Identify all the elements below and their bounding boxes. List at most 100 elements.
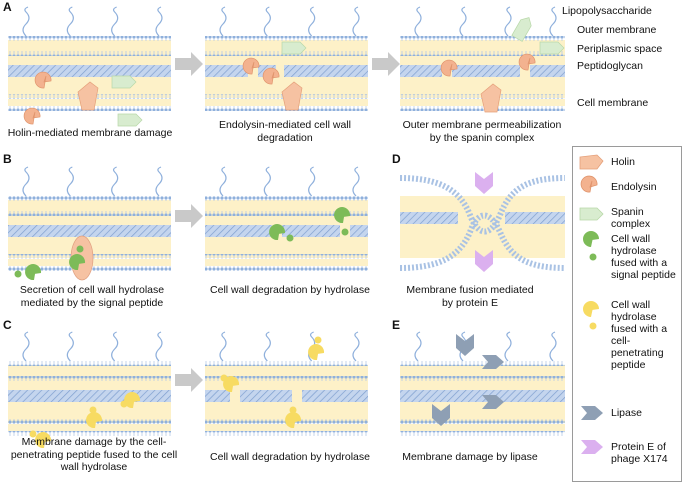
endolysin-a3-1 [440, 59, 458, 77]
endolysin-a2-1 [242, 57, 260, 75]
inner-lipid-top-b2 [205, 254, 368, 259]
peptidoglycan-a1 [8, 65, 171, 77]
outer-membrane-band-c1 [8, 366, 171, 376]
lps-strand-c1-0 [22, 331, 30, 362]
process-arrow-c1 [175, 368, 203, 392]
outer-lipid-bottom-c1 [8, 376, 171, 381]
hydrolase-b2-2-peptide [341, 228, 349, 236]
peptidoglycan-a3-0 [400, 65, 442, 77]
hydrolase-b2-1-peptide [286, 234, 294, 242]
lps-strand-e1-2 [504, 331, 512, 362]
lps-strand-c2-3 [352, 331, 360, 362]
outer-membrane-band-a1 [8, 41, 171, 51]
legend-label-spanin: Spanin complex [611, 206, 651, 230]
hydrolase-b2-1 [269, 224, 286, 241]
cpp-hydrolase-c2-3 [285, 412, 302, 429]
layer-label-periplasmic-space: Periplasmic space [577, 43, 663, 55]
lipase-icon [581, 406, 603, 420]
lps-strand-c1-3 [155, 331, 163, 362]
lps-strand-c1-2 [111, 331, 119, 362]
outer-lipid-top-c1 [8, 361, 171, 366]
lps-strand-a3-3 [549, 6, 557, 37]
peptidoglycan-c2-0 [205, 390, 230, 402]
cpp-hydrolase-c1-1-peptide [120, 400, 128, 408]
lps-strand-b2-0 [219, 166, 227, 197]
outer-lipid-bottom-e1 [400, 376, 565, 381]
membrane-e1 [400, 331, 565, 436]
caption-e1: Membrane damage by lipase [402, 451, 538, 463]
peptidoglycan-e1 [400, 390, 565, 402]
panel-letter-b: B [3, 152, 12, 166]
caption-c1: Membrane damage by the cell-penetrating … [10, 436, 178, 473]
outer-lipid-top-b1 [8, 196, 171, 201]
lps-strand-a1-1 [66, 6, 74, 37]
lipase-e3 [482, 395, 504, 409]
inner-membrane-core-e1 [400, 424, 565, 431]
lps-strand-a2-2 [308, 6, 316, 37]
spanin-a3-1 [511, 17, 532, 42]
legend: Holin Endolysin Spanin complex Cell wall… [572, 146, 682, 482]
legend-label-cpp-hydrolase: Cell wall hydrolase fused with a cell-pe… [611, 299, 668, 371]
cpp-hydrolase-c1-2-peptide [89, 406, 97, 414]
inner-membrane-core-c2 [205, 424, 368, 431]
lps-strand-a1-0 [22, 6, 30, 37]
outer-lipid-top-a2 [205, 36, 368, 41]
lps-strand-b2-1 [263, 166, 271, 197]
outer-lipid-bottom-c2 [205, 376, 368, 381]
hydrolase-b1-2-peptide [14, 270, 22, 278]
lps-strand-a2-3 [352, 6, 360, 37]
lps-strand-a2-1 [263, 6, 271, 37]
inner-membrane-core-c1 [8, 424, 171, 431]
signal-hydrolase-icon [583, 231, 599, 261]
lps-strand-a3-0 [414, 6, 422, 37]
inner-lipid-top-e1 [400, 419, 565, 424]
membrane-a3 [400, 6, 565, 111]
caption-d1: Membrane fusion mediated by protein E [406, 284, 534, 309]
lps-strand-b1-3 [155, 166, 163, 197]
lps-strand-a1-2 [111, 6, 119, 37]
peptidoglycan-b2-0 [205, 225, 272, 237]
protein-e-d2 [475, 250, 493, 272]
layer-label-peptidoglycan: Peptidoglycan [577, 60, 643, 72]
holin-a3 [480, 83, 502, 113]
peptidoglycan-b2-end [350, 225, 368, 237]
endolysin-a2-2 [262, 67, 280, 85]
endolysin-a1-1 [34, 71, 52, 89]
caption-b2: Cell wall degradation by hydrolase [210, 284, 370, 296]
inner-lipid-bottom-b2 [205, 266, 368, 271]
panel-letter-d: D [392, 152, 401, 166]
protein-e-d1 [475, 172, 493, 194]
lps-strand-a1-3 [155, 6, 163, 37]
lps-strand-c2-1 [263, 331, 271, 362]
legend-label-lipase: Lipase [611, 407, 642, 419]
outer-membrane-band-c2 [205, 366, 368, 376]
outer-lipid-top-a1 [8, 36, 171, 41]
lps-strand-b1-2 [111, 166, 119, 197]
inner-lipid-bottom-c1 [8, 431, 171, 436]
panel-letter-c: C [3, 318, 12, 332]
membrane-d [399, 175, 566, 271]
holin-a2 [281, 81, 303, 111]
peptidoglycan-d-left [400, 212, 458, 224]
membrane-b2 [205, 166, 368, 271]
caption-a3: Outer membrane permeabilization by the s… [402, 119, 562, 144]
peptidoglycan-a3-1 [452, 65, 520, 77]
legend-label-signal-hydrolase: Cell wall hydrolase fused with a signal … [611, 233, 676, 281]
outer-membrane-band-e1 [400, 366, 565, 376]
caption-a2: Endolysin-mediated cell wall degradation [219, 119, 351, 144]
outer-lipid-bottom-b2 [205, 211, 368, 216]
process-arrow-b1 [175, 204, 203, 228]
peptidoglycan-a3-end [530, 65, 565, 77]
endolysin-icon [580, 175, 598, 193]
cpp-hydrolase-c2-2-peptide [220, 374, 228, 382]
inner-lipid-bottom-a3 [400, 106, 565, 111]
fusion-upper-membrane [399, 175, 566, 235]
cpp-hydrolase-c2-1 [308, 344, 325, 361]
lps-strand-a2-0 [219, 6, 227, 37]
cpp-hydrolase-c2-2 [223, 376, 240, 393]
caption-b1: Secretion of cell wall hydrolase mediate… [19, 284, 165, 309]
layer-label-lipopolysaccharide: Lipopolysaccharide [562, 5, 652, 17]
peptidoglycan-a2-0 [205, 65, 248, 77]
legend-label-protein-e: Protein E of phage X174 [611, 441, 668, 465]
